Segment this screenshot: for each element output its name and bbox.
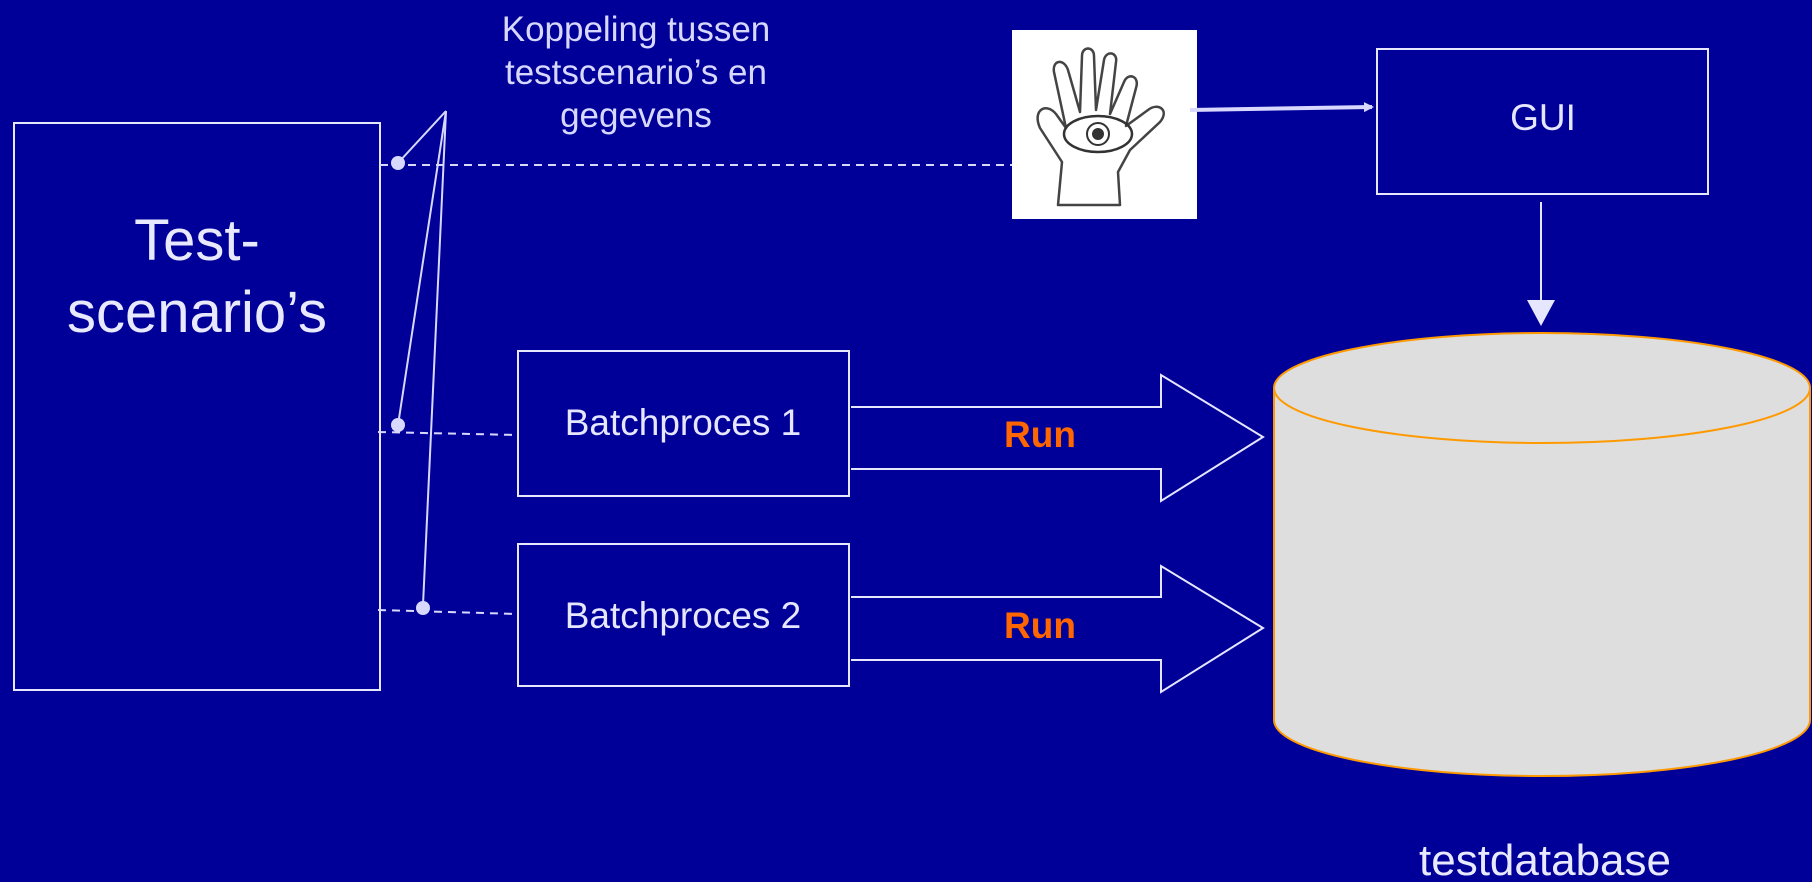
scenarios-title: Test- scenario’s: [14, 205, 380, 349]
run1-arrow: [851, 373, 1265, 503]
batch2-label: Batchproces 2: [564, 595, 802, 636]
link-note: Koppeling tussen testscenario’s en gegev…: [501, 10, 771, 135]
run2-arrow: [851, 564, 1265, 694]
scenarios-box: [13, 122, 381, 691]
arrowhead-gui-to-db: [1527, 300, 1555, 326]
testdatabase-cylinder: [1273, 332, 1811, 777]
arrow-icon-to-gui: [1189, 102, 1374, 113]
database-label: testdatabase: [1419, 836, 1671, 882]
callout-line-1: [397, 110, 447, 164]
batch1-label: Batchproces 1: [564, 402, 802, 443]
callout-line-3: [422, 110, 447, 606]
batch2-box: [517, 543, 850, 687]
batch1-box: [517, 350, 850, 497]
callout-dot-3: [416, 601, 430, 615]
dashed-link-batch2: [377, 609, 519, 615]
run1-label: Run: [1004, 414, 1076, 455]
gui-box: [1376, 48, 1709, 195]
scenarios-title-text: Test- scenario’s: [66, 208, 328, 345]
callout-dot-1: [391, 156, 405, 170]
callout-dot-2: [391, 418, 405, 432]
gui-label: GUI: [1510, 97, 1576, 138]
callout-line-2: [397, 110, 447, 426]
dashed-link-batch1: [377, 431, 519, 436]
run2-label: Run: [1004, 605, 1076, 646]
hand-eye-icon: [1012, 30, 1197, 219]
